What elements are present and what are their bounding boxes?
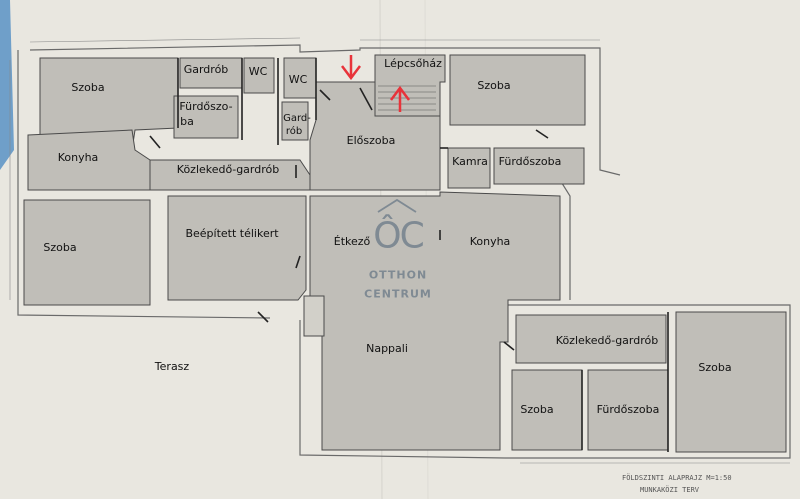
watermark-logo <box>377 198 417 213</box>
label-etkezo: Étkező <box>333 235 371 248</box>
label-szoba-tr: Szoba <box>477 79 511 92</box>
label-furdoszoba-split-1: Fürdőszo- <box>179 100 233 113</box>
label-kamra: Kamra <box>452 155 488 168</box>
room-kozlekedo-gardrob-bottom <box>515 314 667 364</box>
label-kozlekedo-gardrob-bottom: Közlekedő-gardrób <box>555 334 659 347</box>
label-furdoszoba-split-2: ba <box>180 115 194 128</box>
room-fills <box>23 54 787 453</box>
room-kamra <box>447 147 491 189</box>
label-wc-1: WC <box>248 65 268 78</box>
arrow-up-head <box>390 85 410 101</box>
label-terasz: Terasz <box>154 360 190 373</box>
watermark-roof <box>377 198 417 213</box>
watermark-line1: OTTHON <box>368 268 428 282</box>
room-furdoszoba-tr <box>493 147 585 185</box>
label-nappali: Nappali <box>366 342 408 355</box>
room-wc-2 <box>283 57 317 99</box>
dimension-lines <box>9 37 790 464</box>
arrow-down-head <box>341 65 361 81</box>
label-furdoszoba-bm: Fürdőszoba <box>596 403 660 416</box>
watermark-line2: CENTRUM <box>364 287 432 301</box>
room-gardrob-small <box>281 101 309 141</box>
stair-treads <box>378 85 436 111</box>
room-beepitett-telikert <box>167 195 307 301</box>
room-szoba-br <box>675 311 787 453</box>
footnote-line1: FÖLDSZINTI ALAPRAJZ M=1:50 <box>622 474 732 482</box>
room-furdoszoba-small <box>173 95 239 139</box>
label-gardrob-split-1: Gard- <box>283 113 311 124</box>
stair-arrows <box>341 55 410 112</box>
label-beepitett-telikert: Beépített télikert <box>185 227 279 240</box>
label-furdoszoba-tr: Fürdőszoba <box>498 155 562 168</box>
label-lepcsohaz: Lépcsőház <box>384 57 442 70</box>
label-gardrob-split-2: rób <box>285 126 303 137</box>
label-konyha-right: Konyha <box>469 235 511 248</box>
label-eloszoba: Előszoba <box>346 134 396 147</box>
room-szoba-tr <box>449 54 586 126</box>
outer-walls <box>17 44 791 459</box>
label-konyha-left: Konyha <box>57 151 99 164</box>
label-szoba-left: Szoba <box>43 241 77 254</box>
label-wc-2: WC <box>288 73 308 86</box>
room-szoba-bm <box>511 369 583 451</box>
watermark-logo-letters: ÔC <box>373 215 425 257</box>
room-wc-1 <box>243 57 275 94</box>
wall-block <box>303 295 325 337</box>
label-szoba-bm: Szoba <box>520 403 554 416</box>
room-eloszoba <box>309 81 441 191</box>
room-szoba-left <box>23 199 151 306</box>
footnote-line2: MUNKAKÖZI TERV <box>640 486 700 494</box>
interior-walls <box>149 58 669 452</box>
room-furdoszoba-bm <box>587 369 669 451</box>
label-kozlekedo-gardrob-top: Közlekedő-gardrób <box>176 163 280 176</box>
label-gardrob-top: Gardrób <box>183 63 229 76</box>
label-szoba-tl: Szoba <box>71 81 105 94</box>
label-szoba-br: Szoba <box>698 361 732 374</box>
